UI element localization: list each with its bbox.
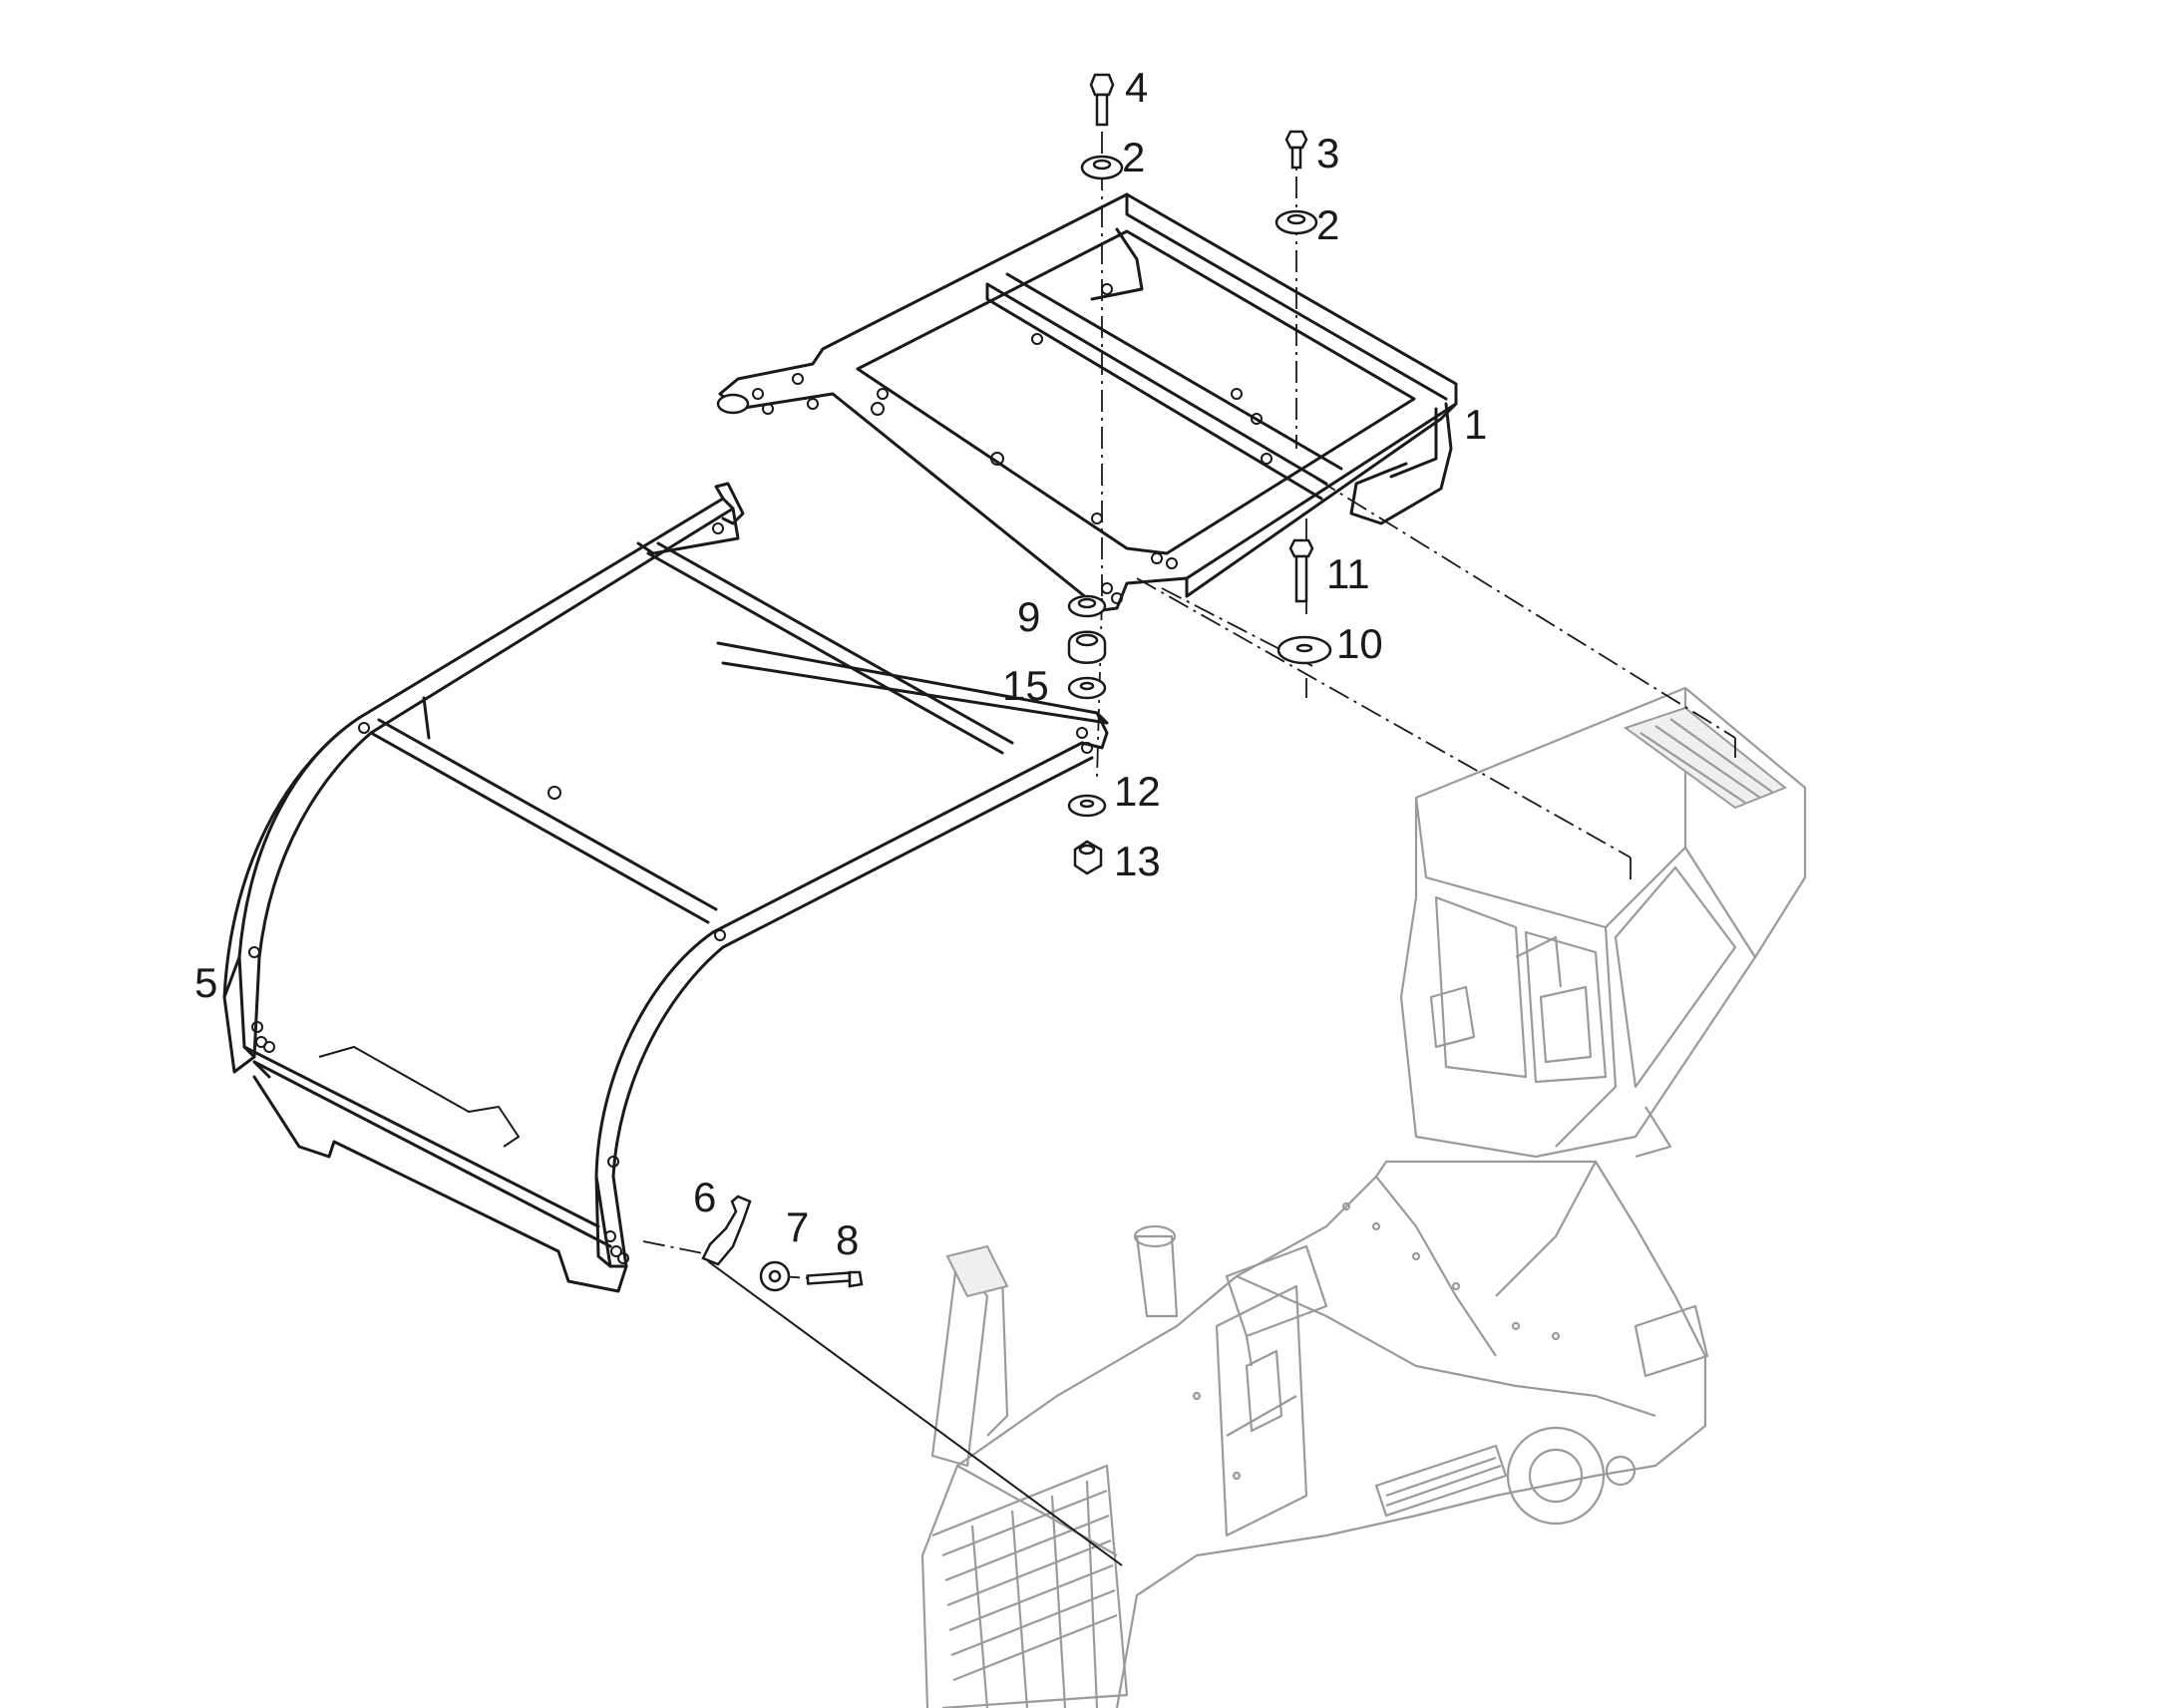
- callout-labels: 1 2 2 3 4 5 6 7 8 9 10 11 12 13 15: [194, 64, 1487, 1263]
- washer-part-7: [759, 1260, 791, 1292]
- lower-frame-part-5: [222, 482, 1109, 1293]
- callout-15: 15: [1002, 662, 1049, 709]
- washer-part-15: [1067, 676, 1107, 700]
- clip-part-6: [701, 1195, 752, 1266]
- callout-3: 3: [1316, 130, 1339, 176]
- callout-2b: 2: [1316, 201, 1339, 248]
- fasteners: [701, 73, 1332, 1292]
- callout-9: 9: [1017, 593, 1040, 640]
- callout-10: 10: [1336, 620, 1383, 667]
- callout-12: 12: [1114, 768, 1161, 815]
- nut-part-13: [1073, 840, 1103, 875]
- callout-4: 4: [1125, 64, 1148, 111]
- callout-8: 8: [836, 1216, 859, 1263]
- washer-part-12: [1067, 794, 1107, 818]
- washer-part-2a: [1080, 155, 1124, 180]
- callout-6: 6: [693, 1174, 716, 1220]
- bolt-part-3: [1284, 130, 1308, 170]
- assembly-leader-lines: [642, 95, 1736, 1566]
- washer-part-2b: [1274, 209, 1318, 235]
- machine-body-ghost: [920, 1160, 1709, 1708]
- bolt-part-8: [806, 1270, 864, 1288]
- callout-11: 11: [1326, 550, 1370, 597]
- callout-5: 5: [194, 959, 217, 1006]
- washer-part-10: [1276, 635, 1332, 665]
- bolt-part-4: [1089, 73, 1115, 127]
- upper-frame-part-1: [716, 192, 1458, 612]
- mount-part-9: [1067, 594, 1107, 664]
- callout-7: 7: [786, 1203, 809, 1250]
- callout-1: 1: [1464, 401, 1487, 448]
- operator-cab-ghost: [1399, 686, 1807, 1159]
- bolt-part-11: [1288, 538, 1314, 603]
- callout-2a: 2: [1122, 134, 1145, 180]
- callout-13: 13: [1114, 838, 1161, 884]
